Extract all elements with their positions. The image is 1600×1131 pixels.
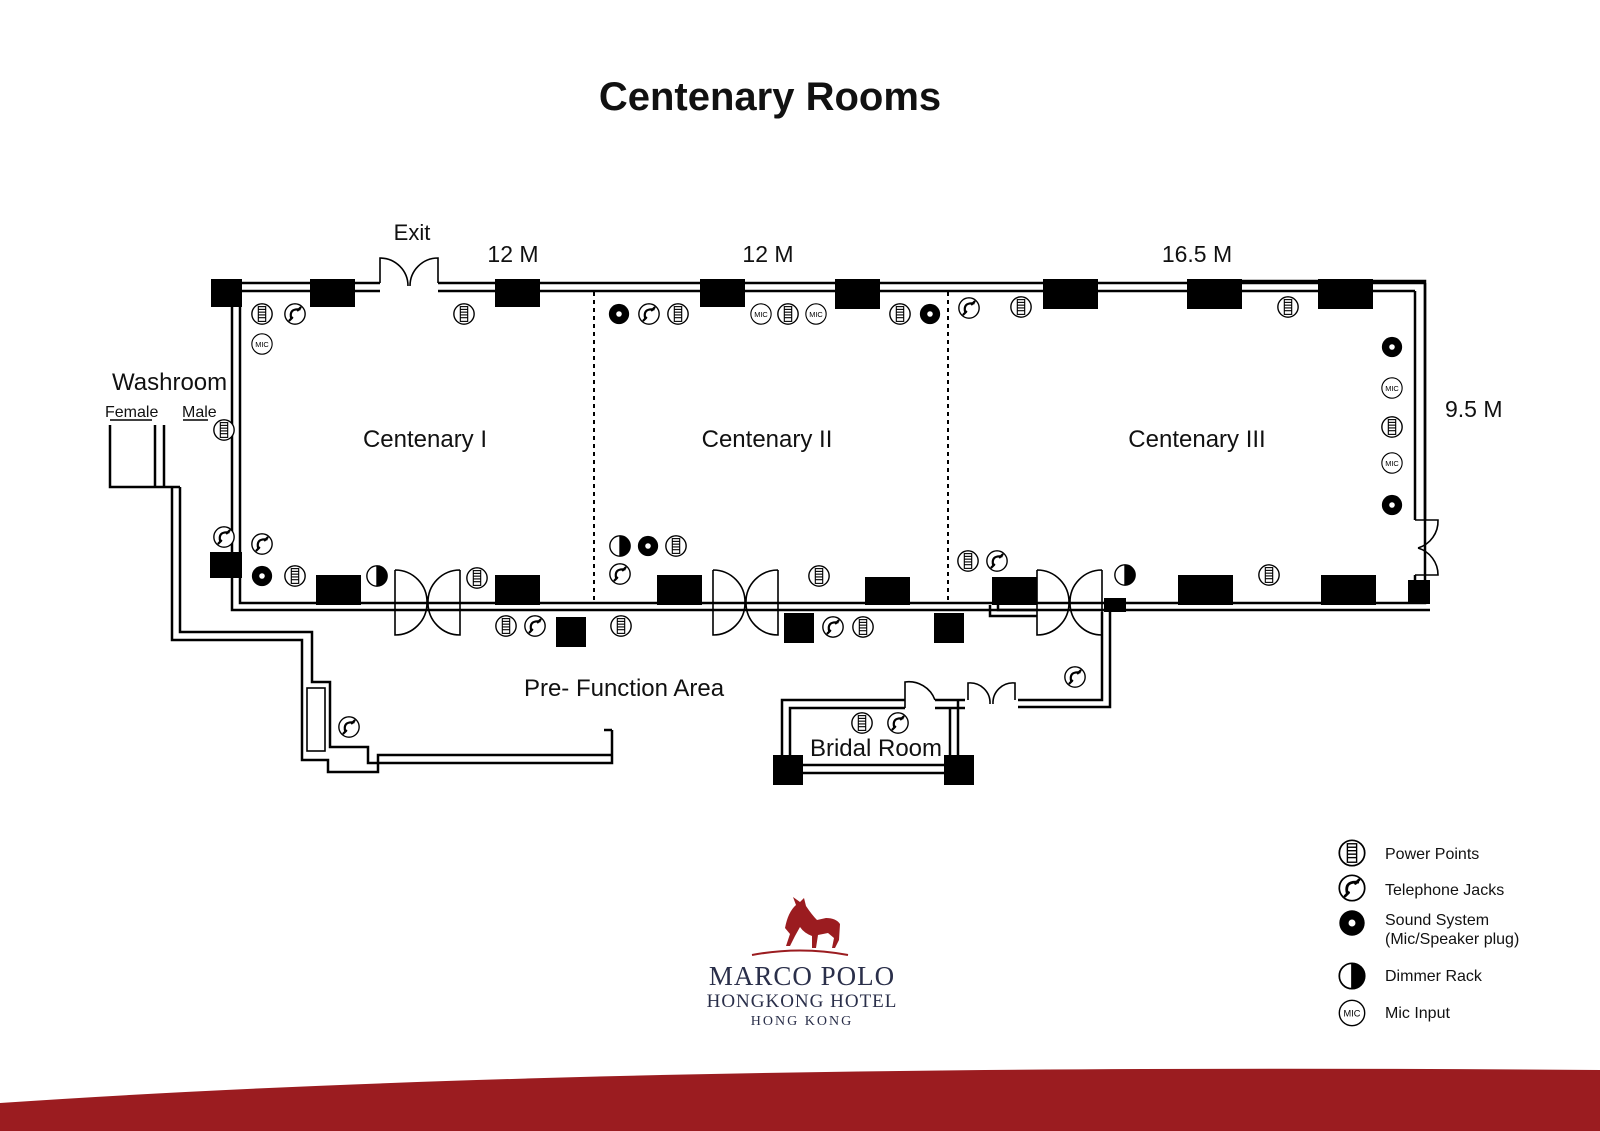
prefunction-label: Pre- Function Area <box>524 675 725 702</box>
sound-system-icon <box>1339 910 1365 936</box>
sound-system-icon <box>919 303 941 325</box>
exit-door[interactable] <box>379 257 439 287</box>
telephone-jack-icon <box>886 711 910 735</box>
dimmer-rack-icon <box>609 535 631 557</box>
hotel-logo: MARCO POLO HONGKONG HOTEL HONG KONG <box>707 897 898 1029</box>
telephone-jack-icon <box>608 562 632 586</box>
power-point-icon <box>889 303 911 325</box>
telephone-jack-icon <box>212 525 236 549</box>
power-point-icon <box>1258 564 1280 586</box>
washroom <box>108 419 208 489</box>
power-point-icon <box>251 303 273 325</box>
sound-system-icon <box>608 303 630 325</box>
female-label: Female <box>105 404 158 421</box>
power-point-icon <box>1010 296 1032 318</box>
dimension-depth: 9.5 M <box>1445 396 1503 422</box>
legend-sound-sublabel: (Mic/Speaker plug) <box>1385 931 1519 948</box>
mic-input-icon <box>750 303 772 325</box>
power-point-icon <box>495 615 517 637</box>
mic-input-icon <box>1381 377 1403 399</box>
dimension-room3: 16.5 M <box>1162 241 1232 267</box>
mic-input-icon <box>805 303 827 325</box>
pillars <box>210 279 1430 785</box>
power-point-icon <box>1338 839 1366 867</box>
legend-sound-label: Sound System <box>1385 912 1489 929</box>
mic-input-icon <box>251 333 273 355</box>
power-point-icon <box>1381 416 1403 438</box>
fixtures <box>212 296 1403 739</box>
power-point-icon <box>466 567 488 589</box>
dimmer-rack-icon <box>1338 962 1366 990</box>
power-point-icon <box>667 303 689 325</box>
room-label-centenary-3: Centenary III <box>1128 426 1265 453</box>
room-label-centenary-1: Centenary I <box>363 426 487 453</box>
power-point-icon <box>852 616 874 638</box>
brand-wave <box>0 1068 1600 1131</box>
legend-phone-label: Telephone Jacks <box>1385 882 1504 899</box>
washroom-label: Washroom <box>112 369 227 396</box>
telephone-jack-icon <box>283 302 307 326</box>
sound-system-icon <box>1381 336 1403 358</box>
telephone-jack-icon <box>1063 665 1087 689</box>
legend-dimmer-label: Dimmer Rack <box>1385 968 1483 985</box>
dimmer-rack-icon <box>1114 564 1136 586</box>
entrance-doors[interactable] <box>394 569 1103 636</box>
mic-input-icon <box>1381 452 1403 474</box>
telephone-jack-icon <box>250 532 274 556</box>
legend-power-label: Power Points <box>1385 846 1479 863</box>
horse-icon <box>785 897 840 948</box>
dimension-room1: 12 M <box>487 241 538 267</box>
telephone-jack-icon <box>523 614 547 638</box>
power-point-icon <box>453 303 475 325</box>
power-point-icon <box>1277 296 1299 318</box>
prefunction-walls <box>170 487 1112 774</box>
bridal-room-label: Bridal Room <box>810 735 942 762</box>
telephone-jack-icon <box>637 302 661 326</box>
exit-label: Exit <box>394 220 431 245</box>
power-point-icon <box>665 535 687 557</box>
sound-system-icon <box>1381 494 1403 516</box>
logo-line3: HONG KONG <box>751 1014 853 1029</box>
legend: Power Points Telephone Jacks Sound Syste… <box>1337 839 1519 1027</box>
legend-mic-label: Mic Input <box>1385 1005 1450 1022</box>
telephone-jack-icon <box>957 296 981 320</box>
power-point-icon <box>957 550 979 572</box>
room-label-centenary-2: Centenary II <box>702 426 833 453</box>
telephone-jack-icon <box>1337 873 1367 903</box>
male-label: Male <box>182 404 217 421</box>
sound-system-icon <box>637 535 659 557</box>
dimmer-rack-icon <box>366 565 388 587</box>
power-point-icon <box>284 565 306 587</box>
sound-system-icon <box>251 565 273 587</box>
bridal-room <box>780 680 1016 775</box>
telephone-jack-icon <box>821 615 845 639</box>
mic-input-icon <box>1338 999 1366 1027</box>
power-point-icon <box>777 303 799 325</box>
dimension-room2: 12 M <box>742 241 793 267</box>
power-point-icon <box>610 615 632 637</box>
power-point-icon <box>851 712 873 734</box>
telephone-jack-icon <box>337 715 361 739</box>
page-title: Centenary Rooms <box>599 75 941 119</box>
logo-line1: MARCO POLO <box>709 961 895 991</box>
power-point-icon <box>808 565 830 587</box>
power-point-icon <box>213 419 235 441</box>
telephone-jack-icon <box>985 549 1009 573</box>
right-door[interactable] <box>1415 519 1439 576</box>
logo-line2: HONGKONG HOTEL <box>707 991 898 1012</box>
